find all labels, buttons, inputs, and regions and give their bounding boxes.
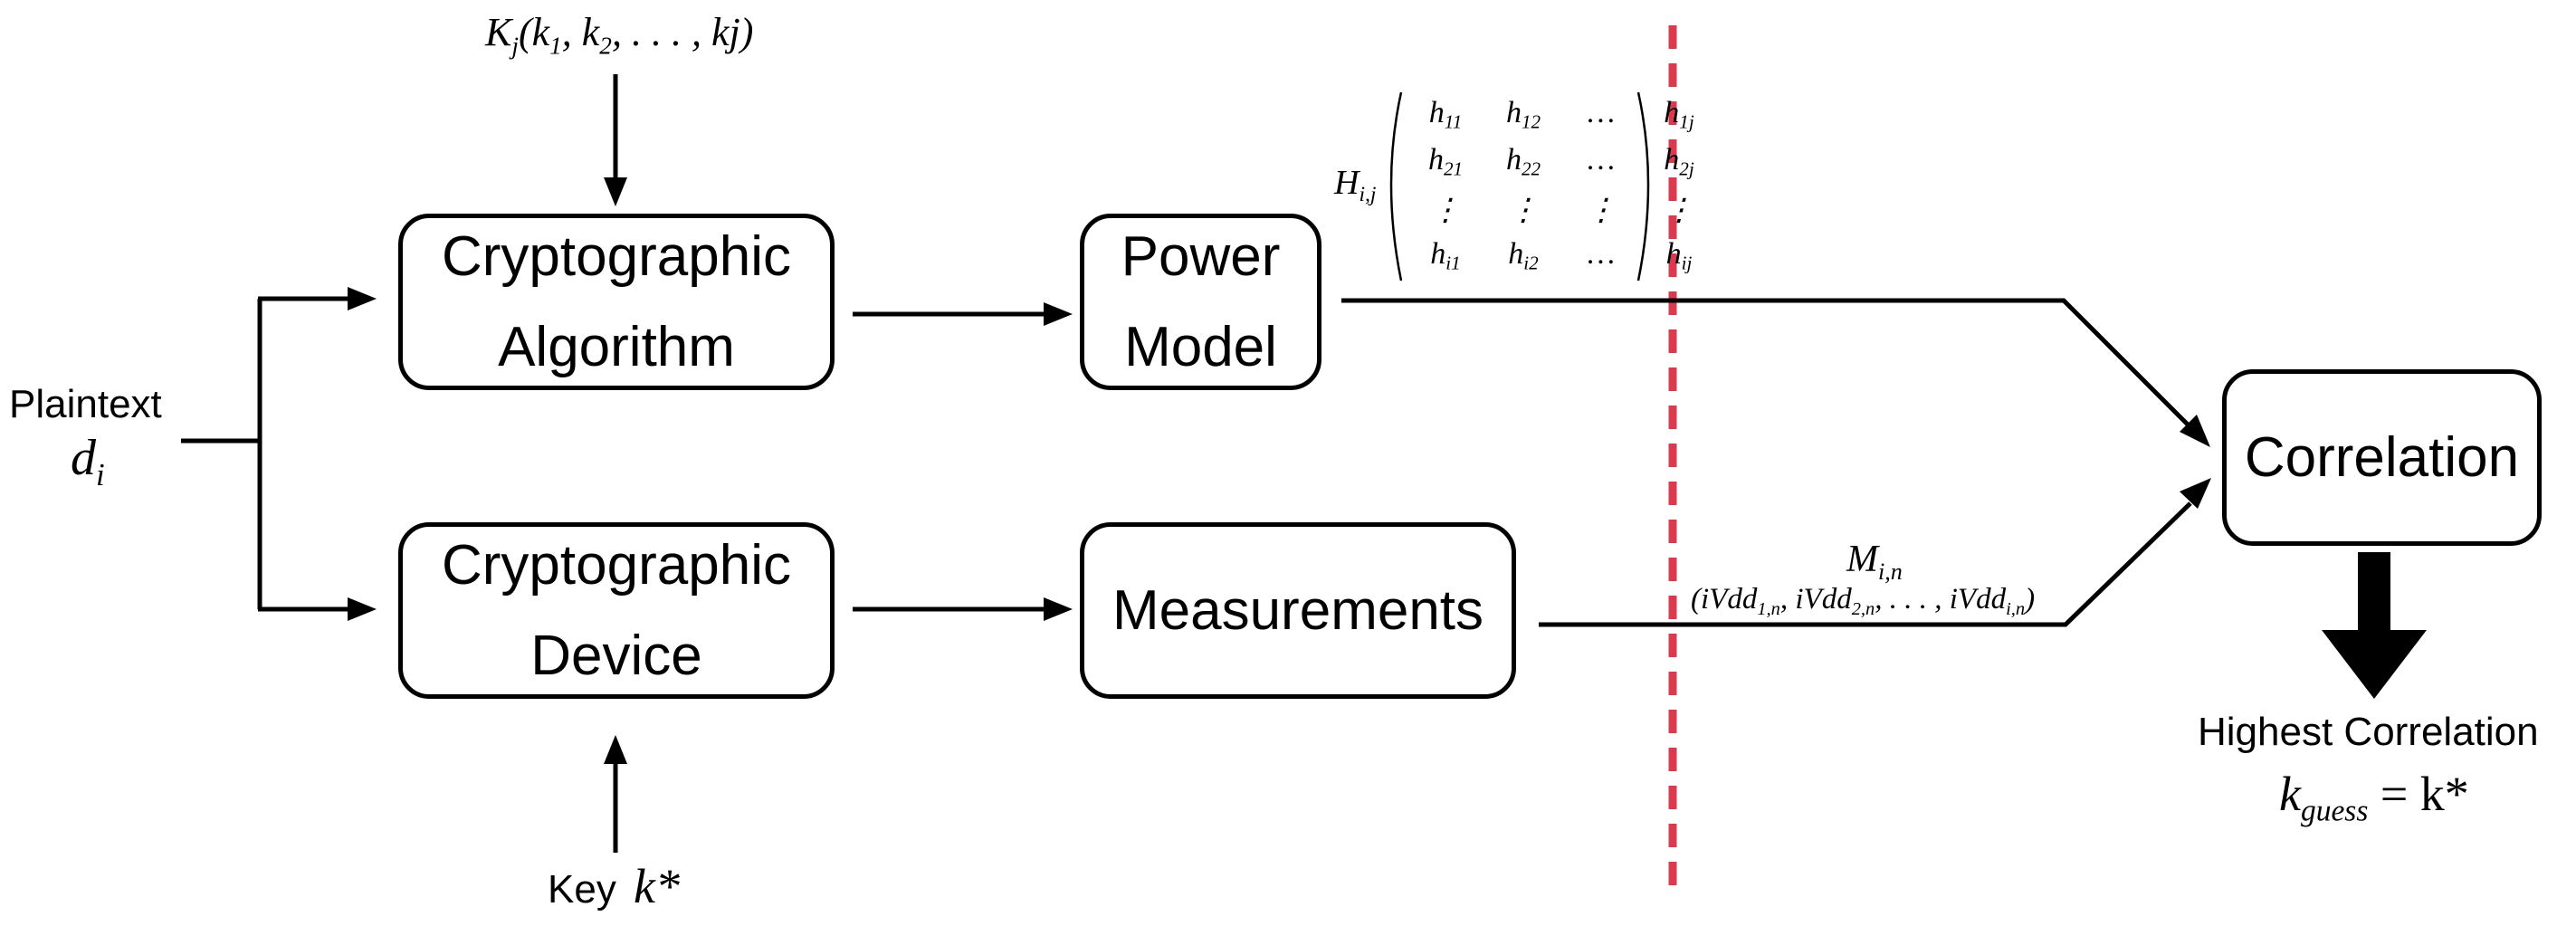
- keyset-sub1: 1: [549, 32, 562, 60]
- result-label: Highest Correlation: [2198, 710, 2539, 754]
- result-arrow-shaft: [2358, 552, 2390, 632]
- matrix-cell: h12: [1505, 96, 1541, 133]
- matrix-cell: h22: [1505, 143, 1541, 180]
- result-equation: kguess = k*: [2279, 766, 2469, 826]
- power-model-line1: Power: [1121, 224, 1281, 288]
- matrix-cell: ⋮: [1586, 194, 1617, 227]
- power-to-correlation-line: [1341, 298, 2192, 429]
- matrix-right-paren: [1636, 91, 1650, 282]
- measure-name: M: [1846, 539, 1878, 580]
- crypto-algorithm-box: Cryptographic Algorithm: [398, 214, 835, 390]
- matrix-cell: hi1: [1430, 237, 1461, 274]
- power-to-correlation-head: [2180, 415, 2210, 447]
- key-arrow-head: [604, 735, 627, 764]
- matrix-cell: ⋮: [1664, 194, 1694, 227]
- device-to-meas-head: [1044, 597, 1073, 621]
- plaintext-variable: di: [71, 429, 105, 491]
- meas-to-correlation-line: [1539, 501, 2192, 627]
- keyset-label: Kj(k1, k2, . . . , kj): [485, 9, 754, 58]
- result-arrow-head: [2322, 630, 2427, 699]
- crypto-device-line2: Device: [530, 624, 702, 687]
- matrix-cell: hi2: [1508, 237, 1539, 274]
- measure-set-values: (iVdd1,n, iVdd2,n, . . . , iVddi,n): [1691, 583, 2036, 620]
- measurements-label: Measurements: [1111, 578, 1484, 642]
- measure-open: (iVdd: [1691, 583, 1758, 616]
- measurements-box: Measurements: [1080, 522, 1516, 699]
- arrow-head-algorithm: [348, 287, 377, 310]
- arrow-head-device: [348, 597, 377, 621]
- keyset-sub2: 2: [599, 32, 612, 60]
- keyset-args: (k: [518, 10, 550, 54]
- crypto-algorithm-line2: Algorithm: [498, 315, 735, 378]
- keyset-rest: , . . . , kj): [611, 10, 754, 54]
- matrix-cell: …: [1587, 143, 1616, 177]
- crypto-device-box: Cryptographic Device: [398, 522, 835, 699]
- keyset-symbol: K: [485, 10, 512, 54]
- correlation-box: Correlation: [2222, 369, 2542, 546]
- measure-set-name: Mi,n: [1846, 538, 1903, 584]
- matrix-cell: hij: [1665, 237, 1693, 274]
- crypto-device-line1: Cryptographic: [442, 533, 791, 597]
- measure-sub1: 1,n: [1757, 599, 1780, 620]
- matrix-row: h21 h22 … h2j: [1407, 143, 1718, 180]
- measure-comma1: , iVdd: [1779, 583, 1852, 616]
- key-variable: k*: [634, 859, 680, 913]
- keyset-sep: , k: [561, 10, 600, 54]
- measure-close: ): [2025, 583, 2036, 616]
- keyset-subscript: j: [511, 32, 519, 60]
- matrix-cell: …: [1587, 96, 1616, 129]
- matrix-row: h11 h12 … h1j: [1407, 96, 1718, 133]
- hypothesis-name: H: [1334, 164, 1360, 202]
- matrix-row: hi1 hi2 … hij: [1407, 237, 1718, 272]
- matrix-cell: …: [1587, 237, 1616, 271]
- key-label: Key: [548, 867, 616, 912]
- result-sub: guess: [2300, 794, 2369, 828]
- measure-mid: , . . . , iVdd: [1875, 583, 2007, 616]
- matrix-cell: h21: [1427, 143, 1464, 180]
- matrix-row: ⋮ ⋮ ⋮ ⋮: [1407, 192, 1718, 228]
- matrix-cell: ⋮: [1508, 194, 1539, 227]
- matrix-cell: ⋮: [1430, 194, 1461, 227]
- plaintext-var: d: [71, 430, 96, 486]
- plaintext-sub: i: [96, 457, 105, 493]
- measure-sub3: i,n: [2006, 599, 2026, 620]
- matrix-cell: h11: [1428, 96, 1463, 133]
- hypothesis-sub: i,j: [1359, 183, 1377, 207]
- crypto-algorithm-line1: Cryptographic: [442, 224, 791, 288]
- power-model-box: Power Model: [1080, 214, 1321, 390]
- meas-to-correlation-head: [2180, 478, 2211, 509]
- plaintext-label: Plaintext: [9, 382, 162, 426]
- hypothesis-label: Hi,j: [1334, 163, 1377, 207]
- measure-name-sub: i,n: [1878, 558, 1903, 586]
- matrix-left-paren: [1389, 91, 1403, 282]
- power-model-line2: Model: [1124, 315, 1277, 378]
- correlation-label: Correlation: [2244, 425, 2520, 489]
- matrix-cell: h1j: [1664, 96, 1694, 133]
- measure-sub2: 2,n: [1851, 599, 1875, 620]
- result-var: k: [2279, 767, 2301, 821]
- keyset-arrow-head: [604, 177, 627, 206]
- algo-to-power-head: [1044, 302, 1073, 326]
- result-eq: = k*: [2368, 767, 2469, 821]
- matrix-cell: h2j: [1664, 143, 1694, 180]
